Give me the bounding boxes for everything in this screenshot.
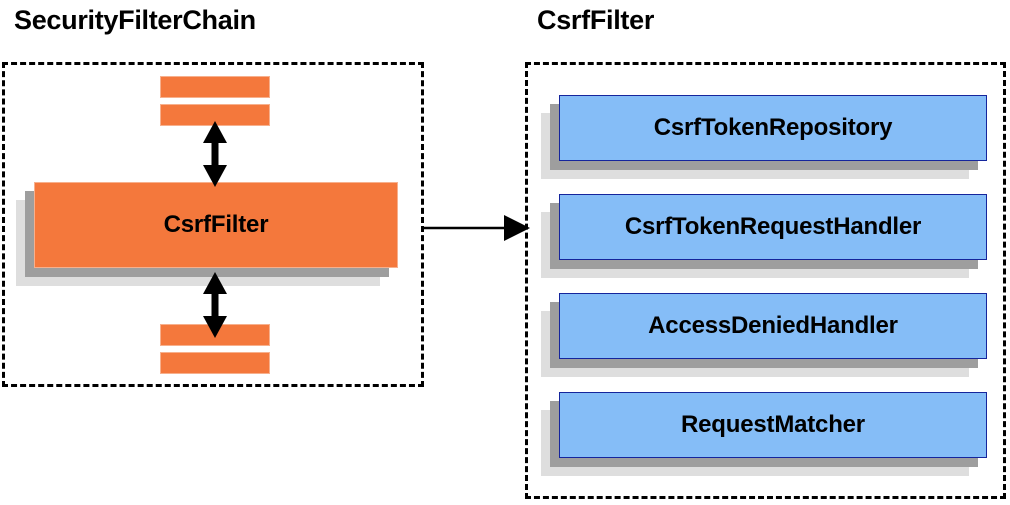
filter-bar-above-2 — [160, 104, 270, 126]
chain-to-csrf-arrow — [424, 215, 530, 241]
filter-bar-below-2 — [160, 352, 270, 374]
filter-bar-above-1 — [160, 76, 270, 98]
node-label: CsrfFilter — [163, 211, 269, 238]
node-label: CsrfTokenRequestHandler — [624, 213, 922, 240]
page-title-csrf-filter: CsrfFilter — [537, 5, 655, 35]
page-title-security-filter-chain: SecurityFilterChain — [14, 5, 256, 35]
node-face: CsrfTokenRequestHandler — [559, 194, 987, 260]
node-csrf-token-request-handler[interactable]: CsrfTokenRequestHandler — [541, 194, 987, 278]
filter-bar-below-1 — [160, 324, 270, 346]
node-face: CsrfFilter — [34, 182, 398, 268]
node-csrf-filter[interactable]: CsrfFilter — [16, 182, 398, 286]
node-label: AccessDeniedHandler — [648, 312, 898, 339]
node-face: CsrfTokenRepository — [559, 95, 987, 161]
node-access-denied-handler[interactable]: AccessDeniedHandler — [541, 293, 987, 377]
security-filter-chain-container — [2, 62, 424, 387]
node-csrf-token-repository[interactable]: CsrfTokenRepository — [541, 95, 987, 179]
node-request-matcher[interactable]: RequestMatcher — [541, 392, 987, 476]
node-face: AccessDeniedHandler — [559, 293, 987, 359]
node-label: CsrfTokenRepository — [653, 114, 893, 141]
node-face: RequestMatcher — [559, 392, 987, 458]
csrf-filter-container — [525, 62, 1006, 499]
node-label: RequestMatcher — [681, 411, 865, 438]
